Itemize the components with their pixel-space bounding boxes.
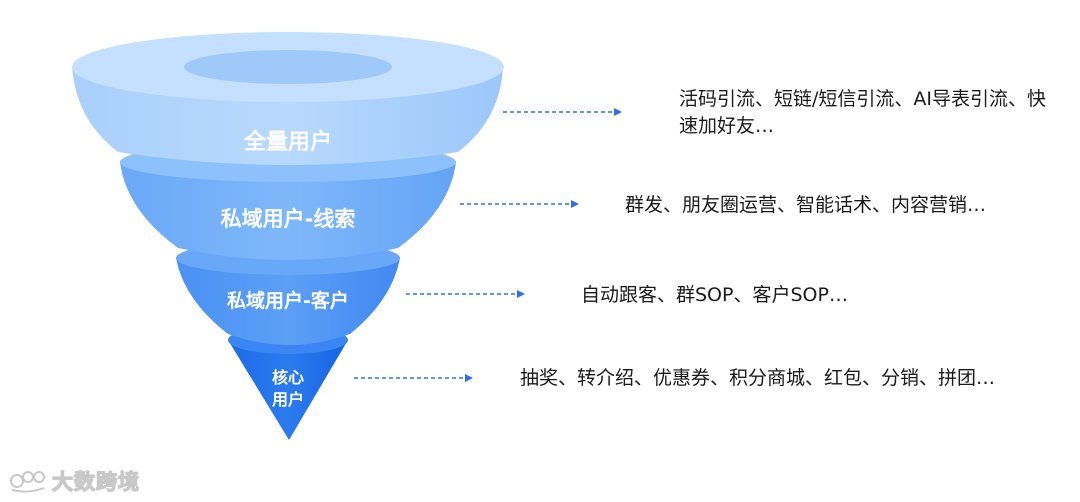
stage-4-description: 抽奖、转介绍、优惠券、积分商城、红包、分销、拼团… (520, 367, 996, 389)
stage-4-label: 核心用户 (271, 368, 304, 409)
stage-2-label: 私域用户-线索 (220, 207, 356, 231)
stage-3-label: 私域用户-客户 (227, 290, 349, 312)
funnel-stage-1 (72, 32, 504, 165)
stage-1-description: 活码引流、短链/短信引流、AI导表引流、快速加好友… (679, 88, 1047, 137)
stage-3-description: 自动跟客、群SOP、客户SOP… (581, 284, 848, 306)
watermark: 大数跨境 (8, 466, 140, 496)
stage-1-label: 全量用户 (243, 130, 332, 155)
stage-2-description: 群发、朋友圈运营、智能话术、内容营销… (625, 194, 987, 216)
funnel-opening (184, 50, 392, 84)
watermark-text: 大数跨境 (51, 469, 140, 494)
logo-icon (10, 471, 45, 493)
